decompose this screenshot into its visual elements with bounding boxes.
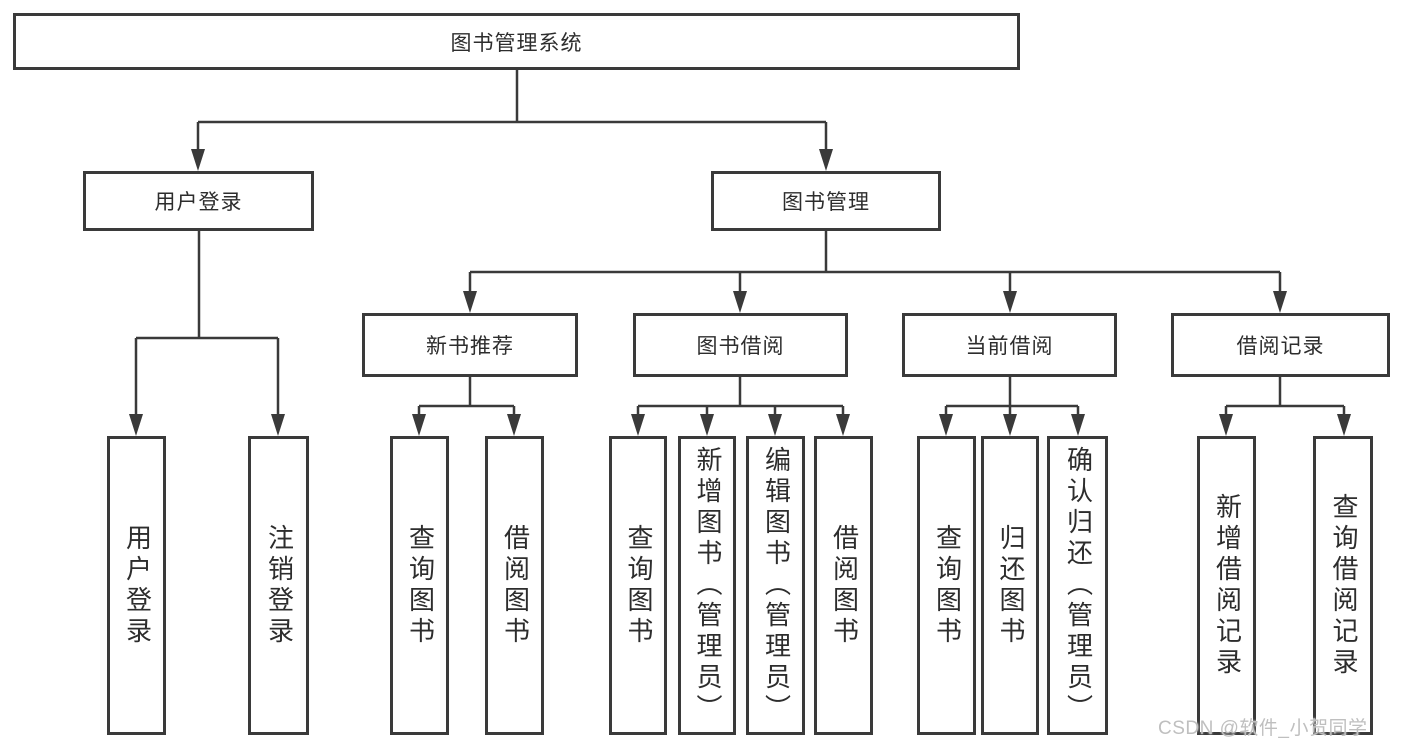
leaf-add-book-admin: 新增图书（管理员） bbox=[678, 436, 736, 735]
leaf-label: 确认归还（管理员） bbox=[1063, 446, 1094, 725]
leaf-label: 新增借阅记录 bbox=[1212, 492, 1243, 679]
leaf-label: 新增图书（管理员） bbox=[692, 446, 723, 725]
leaf-query-book-borrowing: 查询图书 bbox=[609, 436, 667, 735]
node-new-book-recommend: 新书推荐 bbox=[362, 313, 578, 377]
node-label: 图书管理 bbox=[782, 191, 870, 214]
node-book-borrowing: 图书借阅 bbox=[633, 313, 848, 377]
leaf-borrow-book-recommend: 借阅图书 bbox=[485, 436, 544, 735]
node-label: 借阅记录 bbox=[1236, 335, 1325, 358]
leaf-label: 归还图书 bbox=[995, 523, 1026, 648]
node-label: 当前借阅 bbox=[965, 335, 1054, 358]
node-current-borrowing: 当前借阅 bbox=[902, 313, 1117, 377]
leaf-label: 查询图书 bbox=[623, 523, 654, 648]
leaf-query-book-current: 查询图书 bbox=[917, 436, 976, 735]
leaf-query-book-recommend: 查询图书 bbox=[390, 436, 449, 735]
leaf-confirm-return-admin: 确认归还（管理员） bbox=[1047, 436, 1108, 735]
node-user-login: 用户登录 bbox=[83, 171, 314, 231]
leaf-query-borrow-record: 查询借阅记录 bbox=[1313, 436, 1373, 735]
leaf-add-borrow-record: 新增借阅记录 bbox=[1197, 436, 1256, 735]
leaf-label: 编辑图书（管理员） bbox=[761, 446, 792, 725]
arrowheads bbox=[129, 149, 1351, 436]
node-label: 新书推荐 bbox=[426, 335, 514, 358]
node-book-management: 图书管理 bbox=[711, 171, 941, 231]
leaf-label: 查询图书 bbox=[405, 523, 436, 648]
tree-edges bbox=[134, 70, 1346, 420]
leaf-borrow-book-borrowing: 借阅图书 bbox=[814, 436, 873, 735]
leaf-user-login: 用户登录 bbox=[107, 436, 166, 735]
node-label: 图书管理系统 bbox=[450, 31, 583, 55]
node-borrowing-records: 借阅记录 bbox=[1171, 313, 1390, 377]
leaf-label: 借阅图书 bbox=[829, 523, 860, 648]
leaf-logout: 注销登录 bbox=[248, 436, 309, 735]
leaf-edit-book-admin: 编辑图书（管理员） bbox=[746, 436, 805, 735]
csdn-watermark: CSDN @软件_小贺同学 bbox=[1158, 718, 1368, 739]
leaf-label: 查询图书 bbox=[932, 523, 963, 648]
leaf-return-book: 归还图书 bbox=[981, 436, 1039, 735]
leaf-label: 借阅图书 bbox=[500, 523, 531, 648]
leaf-label: 用户登录 bbox=[122, 523, 153, 648]
node-library-management-system: 图书管理系统 bbox=[13, 13, 1020, 70]
leaf-label: 查询借阅记录 bbox=[1328, 492, 1359, 679]
leaf-label: 注销登录 bbox=[264, 523, 295, 648]
node-label: 图书借阅 bbox=[696, 335, 785, 358]
node-label: 用户登录 bbox=[154, 191, 243, 214]
